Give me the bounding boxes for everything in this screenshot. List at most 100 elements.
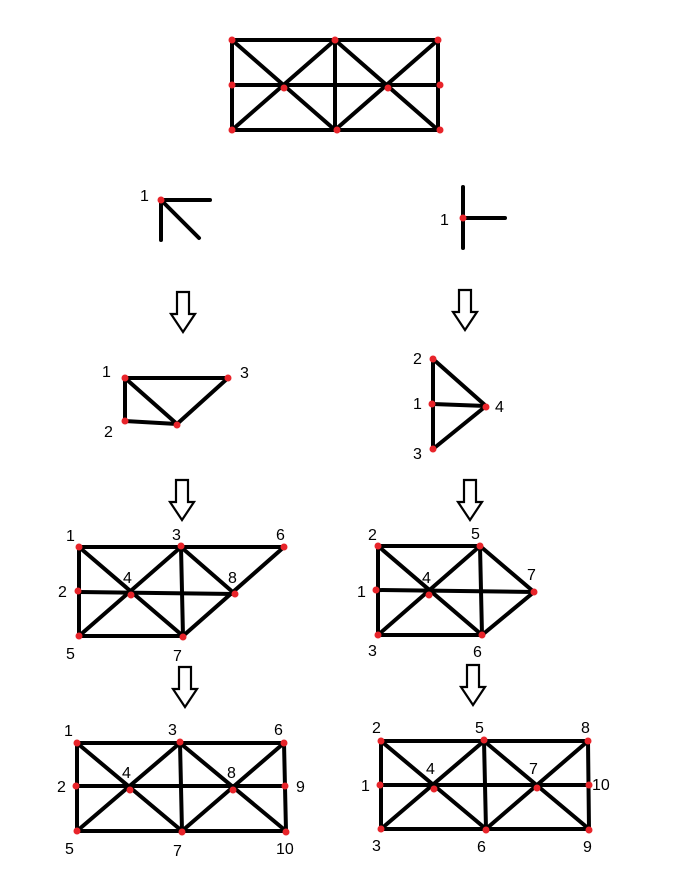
- node: [280, 543, 288, 551]
- node: [430, 785, 438, 793]
- node-label: 1: [102, 364, 111, 381]
- down-arrow: [168, 290, 198, 334]
- node: [478, 631, 486, 639]
- left-step-3: 1 3 6 2 4 8 9 5 7 10: [57, 722, 305, 860]
- node-label: 3: [372, 838, 381, 855]
- node-label: 5: [471, 526, 480, 543]
- left-step-2: 1 3 6 2 4 8 5 7: [58, 527, 288, 665]
- node-label: 6: [473, 644, 482, 661]
- node-label: 1: [64, 723, 73, 740]
- edge: [431, 357, 488, 408]
- down-arrow: [167, 478, 197, 522]
- node: [178, 828, 186, 836]
- node-label: 3: [413, 446, 422, 463]
- node: [280, 739, 288, 747]
- left-step-1: 1 2 3: [102, 364, 249, 441]
- node: [127, 591, 135, 599]
- node: [533, 784, 541, 792]
- node-label: 8: [228, 570, 237, 587]
- edge: [431, 404, 488, 451]
- node: [436, 126, 444, 134]
- edge: [77, 590, 237, 596]
- node: [75, 543, 83, 551]
- node-label: 3: [172, 527, 181, 544]
- node: [228, 36, 236, 44]
- node-label: 6: [276, 527, 285, 544]
- node-label: 8: [227, 765, 236, 782]
- node-label: 9: [583, 839, 592, 856]
- node: [480, 736, 488, 744]
- node: [585, 781, 593, 789]
- node: [231, 590, 239, 598]
- node: [229, 786, 237, 794]
- node: [384, 84, 392, 92]
- node-label: 1: [361, 778, 370, 795]
- node-label: 3: [368, 643, 377, 660]
- left-seed-corner: 1: [140, 188, 212, 242]
- node-label: 1: [66, 528, 75, 545]
- right-step-2: 2 5 1 4 7 3 6: [357, 526, 538, 661]
- edge: [159, 198, 201, 240]
- node-label: 1: [440, 212, 449, 229]
- node: [73, 827, 81, 835]
- node-label: 10: [276, 841, 294, 858]
- node: [429, 355, 437, 363]
- edge: [375, 588, 536, 594]
- node-label: 5: [66, 646, 75, 663]
- node-label: 4: [123, 570, 132, 587]
- node: [428, 400, 436, 408]
- node-label: 4: [426, 761, 435, 778]
- node: [429, 445, 437, 453]
- node-label: 4: [122, 765, 131, 782]
- node-label: 4: [495, 399, 504, 416]
- right-seed-t: 1: [440, 185, 507, 250]
- node: [434, 36, 442, 44]
- node-label: 1: [140, 188, 149, 205]
- edge: [179, 545, 185, 638]
- node: [584, 737, 592, 745]
- node-label: 1: [413, 396, 422, 413]
- node: [530, 588, 538, 596]
- node: [482, 826, 490, 834]
- right-step-1: 2 1 4 3: [413, 351, 504, 463]
- node-label: 4: [422, 570, 431, 587]
- edge: [376, 544, 482, 637]
- node: [374, 631, 382, 639]
- node: [333, 126, 341, 134]
- edge: [478, 544, 536, 594]
- node: [280, 84, 288, 92]
- node: [331, 36, 339, 44]
- node-label: 10: [592, 777, 610, 794]
- node: [228, 81, 236, 89]
- node-label: 2: [58, 584, 67, 601]
- node: [157, 196, 165, 204]
- node: [126, 786, 134, 794]
- edge: [123, 376, 179, 426]
- node: [436, 81, 444, 89]
- node: [177, 542, 185, 550]
- down-arrow: [455, 478, 485, 522]
- node-label: 7: [529, 761, 538, 778]
- node: [372, 586, 380, 594]
- node-label: 7: [527, 567, 536, 584]
- edge: [179, 545, 237, 596]
- node: [482, 403, 490, 411]
- node-label: 2: [368, 527, 377, 544]
- node-label: 8: [581, 720, 590, 737]
- node-label: 6: [274, 722, 283, 739]
- node: [459, 214, 467, 222]
- node-label: 2: [372, 720, 381, 737]
- edge: [482, 739, 488, 831]
- node: [374, 542, 382, 550]
- node-label: 7: [173, 843, 182, 860]
- edge: [480, 590, 536, 637]
- node: [173, 421, 181, 429]
- node-label: 1: [357, 584, 366, 601]
- node-label: 2: [413, 351, 422, 368]
- node: [72, 782, 80, 790]
- edge: [175, 376, 230, 426]
- node: [376, 781, 384, 789]
- node: [121, 374, 129, 382]
- node-label: 3: [168, 722, 177, 739]
